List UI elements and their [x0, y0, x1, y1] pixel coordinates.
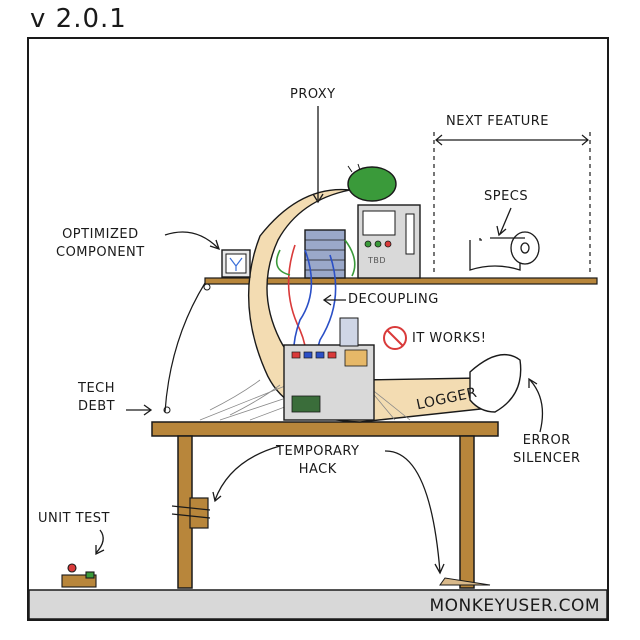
decoupling-label: DECOUPLING — [348, 292, 439, 307]
unit-test-gadget — [61, 563, 97, 588]
error-silencer-line-1: ERROR — [522, 433, 571, 448]
it-works-label: IT WORKS! — [412, 331, 487, 346]
proxy-device — [347, 166, 397, 202]
annotation-arrows — [95, 106, 544, 575]
error-silencer-line-2: SILENCER — [513, 451, 581, 466]
table — [151, 421, 499, 589]
next-feature-bracket — [433, 132, 591, 275]
ground — [28, 589, 608, 620]
tech-debt-line-2: DEBT — [78, 399, 116, 414]
error-silencer-label: ERROR SILENCER — [513, 432, 581, 468]
specs-label: SPECS — [484, 189, 529, 204]
credit-link[interactable]: MONKEYUSER.COM — [429, 596, 600, 616]
tech-debt-string — [164, 282, 206, 413]
tech-debt-label: TECH DEBT — [78, 380, 115, 416]
proxy-label: PROXY — [290, 87, 336, 102]
logger-glove — [469, 353, 522, 413]
tech-debt-line-1: TECH — [78, 381, 116, 396]
optimized-component-label: OPTIMIZED COMPONENT — [56, 226, 145, 262]
temporary-hack-block — [189, 497, 209, 529]
temporary-hack-line-2: HACK — [298, 462, 337, 477]
unit-test-label: UNIT TEST — [38, 511, 110, 526]
specs-toilet-paper — [469, 231, 540, 271]
table-leg-right — [459, 435, 475, 589]
table-top — [151, 421, 499, 437]
temporary-hack-label: TEMPORARY HACK — [276, 443, 359, 479]
tbd-label: TBD — [368, 256, 387, 265]
temporary-hack-line-1: TEMPORARY — [276, 444, 360, 459]
version-title: v 2.0.1 — [30, 4, 127, 34]
optimized-component-line-1: OPTIMIZED — [62, 227, 139, 242]
optimized-component-line-2: COMPONENT — [56, 245, 145, 260]
comic-frame — [27, 37, 609, 621]
next-feature-label: NEXT FEATURE — [446, 114, 549, 129]
